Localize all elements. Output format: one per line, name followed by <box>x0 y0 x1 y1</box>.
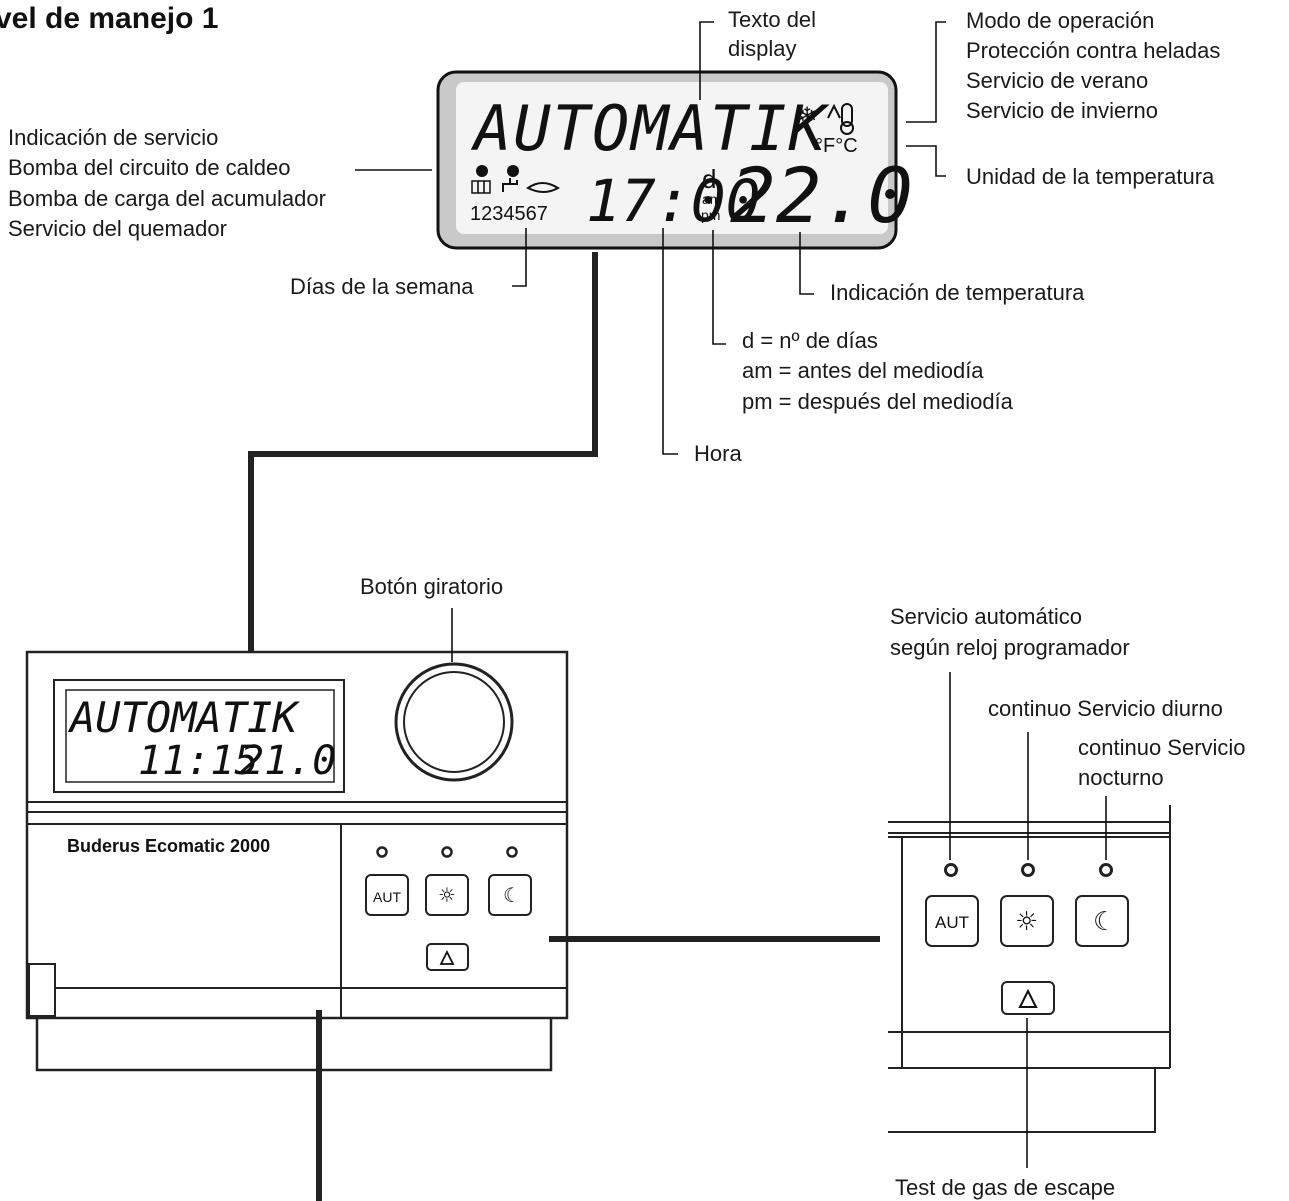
weekdays: 1234567 <box>470 203 548 225</box>
display-enlarged: AUTOMATIK ❄ °F°C 1234567 17:00 d am pm 2… <box>436 70 913 250</box>
leader-line <box>712 230 726 345</box>
sun-icon: ☼ <box>1015 907 1038 937</box>
led-day <box>441 846 453 858</box>
leader-line <box>699 21 714 100</box>
brand-label: Buderus Ecomatic 2000 <box>67 836 270 856</box>
label-servicio-verano: Servicio de verano <box>966 68 1148 93</box>
connector-line <box>248 252 598 662</box>
pump-icon <box>476 165 488 177</box>
label-texto-display-2: display <box>728 36 796 61</box>
label-test-gas: Test de gas de escape <box>895 1175 1115 1200</box>
led-aut <box>376 846 388 858</box>
label-indicacion-temperatura: Indicación de temperatura <box>830 280 1085 305</box>
button-panel-enlarged: AUT ☼ ☾ <box>888 805 1171 1133</box>
flue-test-button-large[interactable] <box>1001 981 1055 1015</box>
tap-icon <box>502 178 518 192</box>
svg-text:AUT: AUT <box>935 913 969 932</box>
radiator-icon <box>471 180 491 194</box>
label-servicio-automatico: Servicio automático <box>890 604 1082 629</box>
device-unit: AUTOMATIK 11:15 21.0 Buderus Ecomatic 20… <box>25 650 569 1072</box>
am-indicator: am <box>702 191 721 207</box>
rotary-knob[interactable] <box>394 662 514 782</box>
label-unidad-temperatura: Unidad de la temperatura <box>966 164 1215 189</box>
led-day-large <box>1021 863 1035 877</box>
led-aut-large <box>944 863 958 877</box>
d-indicator: d <box>702 164 716 194</box>
sun-icon: ☼ <box>438 883 456 907</box>
label-servicio-nocturno: continuo Servicio <box>1078 735 1246 760</box>
display-text: AUTOMATIK <box>470 92 830 165</box>
display-temperature: 22.0 <box>730 151 913 240</box>
label-indicacion-servicio: Indicación de servicio <box>8 125 218 150</box>
night-button-large[interactable]: ☾ <box>1075 895 1129 947</box>
chimney-sweep-icon <box>439 949 455 965</box>
label-proteccion-heladas: Protección contra heladas <box>966 38 1220 63</box>
label-d-legend: d = nº de días <box>742 328 878 353</box>
day-button-large[interactable]: ☼ <box>1000 895 1054 947</box>
label-bomba-acumulador: Bomba de carga del acumulador <box>8 186 326 211</box>
moon-icon: ☾ <box>1093 907 1116 937</box>
led-night-large <box>1099 863 1113 877</box>
page-title: vel de manejo 1 <box>0 2 218 35</box>
label-servicio-quemador: Servicio del quemador <box>8 216 227 241</box>
device-lcd-temp: 21.0 <box>240 738 336 784</box>
night-button[interactable]: ☾ <box>488 874 532 916</box>
device-lcd-time: 11:15 <box>138 738 258 784</box>
leader-line <box>799 232 814 295</box>
label-boton-giratorio: Botón giratorio <box>360 574 503 599</box>
svg-text:AUT: AUT <box>373 889 401 905</box>
flue-test-button[interactable] <box>426 943 469 971</box>
label-pm-legend: pm = después del mediodía <box>742 389 1014 414</box>
led-night <box>506 846 518 858</box>
label-texto-display: Texto del <box>728 7 816 32</box>
label-am-legend: am = antes del mediodía <box>742 358 984 383</box>
label-nocturno: nocturno <box>1078 765 1164 790</box>
day-button[interactable]: ☼ <box>425 874 469 916</box>
aut-button[interactable]: AUT <box>365 874 409 916</box>
device-lcd-text: AUTOMATIK <box>67 693 300 742</box>
temperature-unit: °F°C <box>815 135 858 157</box>
moon-icon: ☾ <box>503 883 521 907</box>
label-hora: Hora <box>694 441 742 466</box>
label-bomba-caldeo: Bomba del circuito de caldeo <box>8 155 291 180</box>
label-servicio-diurno: continuo Servicio diurno <box>988 696 1223 721</box>
pm-indicator: pm <box>701 207 720 223</box>
leader-line <box>512 228 527 287</box>
label-dias-semana: Días de la semana <box>290 274 474 299</box>
thermometer-icon <box>827 103 854 135</box>
chimney-sweep-icon <box>1018 988 1038 1008</box>
label-reloj-programador: según reloj programador <box>890 635 1130 660</box>
snowflake-icon: ❄ <box>797 102 817 130</box>
label-servicio-invierno: Servicio de invierno <box>966 98 1158 123</box>
display-time: 17:00 <box>586 167 761 235</box>
leader-line <box>906 145 946 177</box>
pump-icon-2 <box>507 165 519 177</box>
label-modo-operacion: Modo de operación <box>966 8 1154 33</box>
flame-icon <box>526 182 560 193</box>
leader-line <box>662 228 678 455</box>
leader-line <box>906 21 946 123</box>
aut-button-large[interactable]: AUT <box>925 895 979 947</box>
